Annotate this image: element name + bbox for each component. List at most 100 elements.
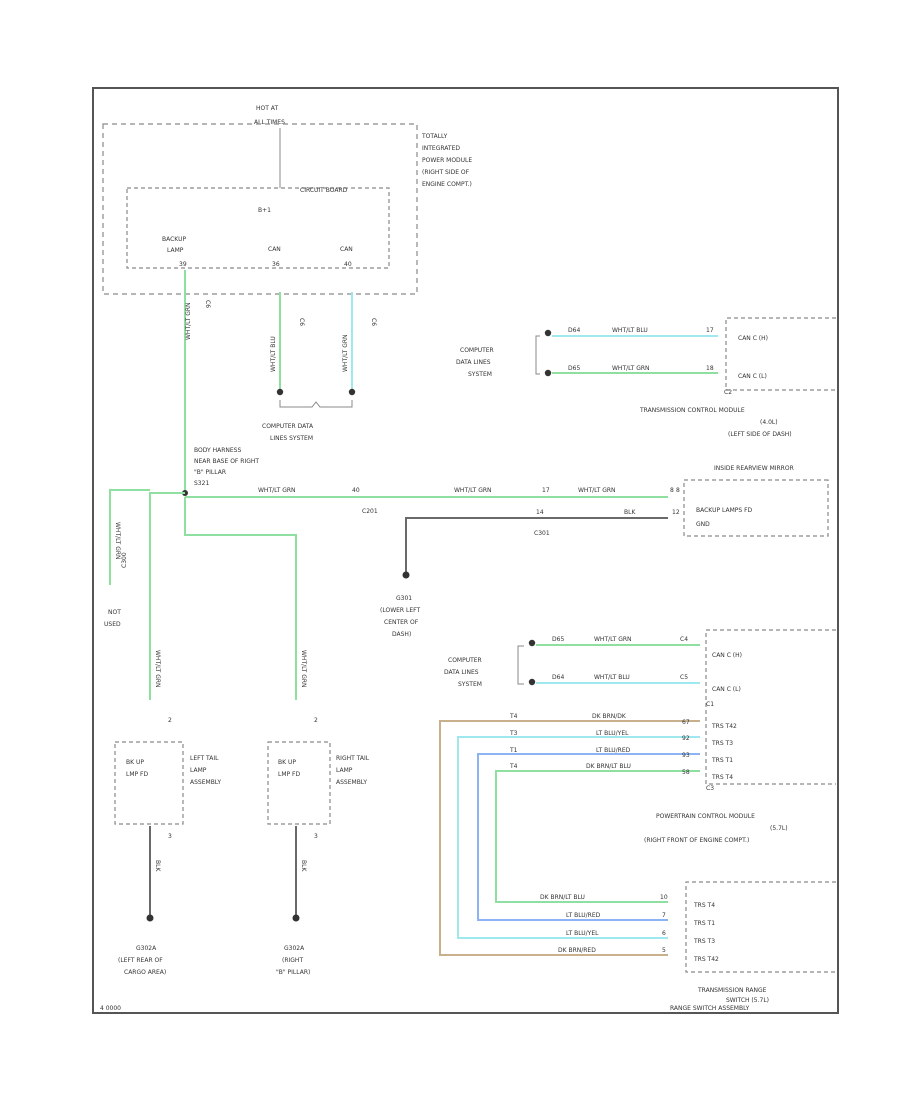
tcm-conn: C2 bbox=[724, 389, 732, 396]
svg-text:T1: T1 bbox=[509, 747, 518, 754]
trs-switch-label: TRANSMISSION RANGE SWITCH (5.7L) RANGE S… bbox=[670, 987, 769, 1012]
right-tail-box-1: BK UP bbox=[278, 759, 296, 766]
mirror-outline bbox=[683, 479, 829, 537]
pin-gnd: 14 bbox=[536, 509, 544, 516]
svg-text:T3: T3 bbox=[509, 730, 518, 737]
splice-right-branch bbox=[184, 497, 297, 700]
svg-text:17: 17 bbox=[706, 327, 714, 334]
svg-text:(RIGHT FRONT OF ENGINE COMPT.): (RIGHT FRONT OF ENGINE COMPT.) bbox=[644, 837, 749, 844]
svg-text:TRS T3: TRS T3 bbox=[693, 938, 715, 945]
pin-code-40: 40 bbox=[344, 261, 352, 268]
svg-text:10: 10 bbox=[660, 894, 668, 901]
pcm-row-1: D65 WHT/LT GRN C4 CAN C (H) bbox=[552, 636, 742, 659]
pin-lamp: LAMP bbox=[167, 247, 184, 254]
pin-backup: BACKUP bbox=[162, 236, 186, 243]
wire-color-end: WHT/LT GRN bbox=[578, 487, 616, 494]
trs-t1-wire bbox=[477, 753, 700, 921]
cds-label-top: COMPUTER DATA LINES SYSTEM bbox=[262, 423, 314, 442]
svg-text:WHT/LT BLU: WHT/LT BLU bbox=[594, 674, 630, 681]
left-tail-pin-a: 2 bbox=[168, 717, 172, 724]
pcm-trs-rows: T4 DK BRN/DK 67 TRS T42 T3 LT BLU/YEL 92… bbox=[509, 713, 737, 781]
svg-text:(LEFT REAR OF: (LEFT REAR OF bbox=[118, 957, 163, 964]
svg-text:LT BLU/RED: LT BLU/RED bbox=[596, 747, 631, 754]
pin-end: 8 bbox=[670, 487, 674, 494]
wire-color-s321: WHT/LT GRN bbox=[258, 487, 296, 494]
svg-text:COMPUTER: COMPUTER bbox=[460, 347, 494, 354]
svg-text:CAN C (H): CAN C (H) bbox=[712, 652, 742, 659]
trs-switch-rows: DK BRN/LT BLU 10 TRS T4 LT BLU/RED 7 TRS… bbox=[540, 894, 719, 963]
trs-t4-wire bbox=[495, 770, 700, 903]
fuse-label: B+1 bbox=[258, 207, 271, 214]
svg-text:92: 92 bbox=[682, 735, 690, 742]
svg-text:(LOWER LEFT: (LOWER LEFT bbox=[380, 607, 420, 614]
svg-text:DK BRN/RED: DK BRN/RED bbox=[558, 947, 596, 954]
svg-text:SWITCH (5.7L): SWITCH (5.7L) bbox=[726, 997, 769, 1004]
svg-text:TRS T3: TRS T3 bbox=[711, 740, 733, 747]
diagram-footer: 4 0000 bbox=[100, 1005, 121, 1012]
conn-c301: C301 bbox=[534, 530, 550, 537]
svg-text:CAN C (H): CAN C (H) bbox=[738, 335, 768, 342]
splice-left-stub bbox=[109, 489, 150, 585]
svg-text:CAN C (L): CAN C (L) bbox=[712, 686, 741, 693]
svg-text:58: 58 bbox=[682, 769, 690, 776]
tcm-row-1: D64 WHT/LT BLU 17 CAN C (H) bbox=[568, 327, 768, 342]
tipm-outline bbox=[102, 123, 418, 295]
svg-text:DATA LINES: DATA LINES bbox=[444, 669, 479, 676]
wire-color-mid: WHT/LT GRN bbox=[454, 487, 492, 494]
right-tail-pin-b: 3 bbox=[314, 833, 318, 840]
tipm-label: TOTALLY INTEGRATED POWER MODULE (RIGHT S… bbox=[421, 133, 472, 188]
svg-text:93: 93 bbox=[682, 752, 690, 759]
svg-text:(RIGHT SIDE OF: (RIGHT SIDE OF bbox=[422, 169, 470, 176]
trs-t3-wire bbox=[457, 736, 700, 939]
svg-text:(4.0L): (4.0L) bbox=[760, 419, 778, 426]
gnd-wire-color: BLK bbox=[624, 509, 636, 516]
conn-c201: C201 bbox=[362, 508, 378, 515]
svg-text:TOTALLY: TOTALLY bbox=[421, 133, 448, 140]
svg-text:RIGHT TAIL: RIGHT TAIL bbox=[336, 755, 370, 762]
svg-text:D64: D64 bbox=[552, 674, 564, 681]
svg-text:LEFT TAIL: LEFT TAIL bbox=[190, 755, 219, 762]
svg-text:WHT/LT BLU: WHT/LT BLU bbox=[612, 327, 648, 334]
pin-code-36: 36 bbox=[272, 261, 280, 268]
svg-text:67: 67 bbox=[682, 719, 690, 726]
svg-text:DK BRN/LT BLU: DK BRN/LT BLU bbox=[540, 894, 585, 901]
svg-text:LINES SYSTEM: LINES SYSTEM bbox=[270, 435, 313, 442]
svg-text:LT BLU/YEL: LT BLU/YEL bbox=[596, 730, 629, 737]
svg-text:POWER MODULE: POWER MODULE bbox=[422, 157, 472, 164]
mirror-box-2: GND bbox=[696, 521, 710, 528]
left-stub-color: WHT/LT GRN bbox=[114, 522, 121, 560]
svg-text:(5.7L): (5.7L) bbox=[770, 825, 788, 832]
svg-text:TRANSMISSION CONTROL MODULE: TRANSMISSION CONTROL MODULE bbox=[639, 407, 745, 414]
svg-text:COMPUTER DATA: COMPUTER DATA bbox=[262, 423, 314, 430]
svg-text:T4: T4 bbox=[509, 763, 518, 770]
left-tail-box-2: LMP FD bbox=[126, 771, 148, 778]
svg-text:SYSTEM: SYSTEM bbox=[468, 371, 492, 378]
pcm-outline bbox=[705, 629, 836, 785]
svg-text:TRS T42: TRS T42 bbox=[693, 956, 719, 963]
left-tail-wire-color: WHT/LT GRN bbox=[154, 650, 161, 688]
svg-text:CAN C (L): CAN C (L) bbox=[738, 373, 767, 380]
pin-can-1: CAN bbox=[268, 246, 281, 253]
svg-text:POWERTRAIN CONTROL MODULE: POWERTRAIN CONTROL MODULE bbox=[656, 813, 755, 820]
svg-text:TRS T1: TRS T1 bbox=[711, 757, 733, 764]
svg-text:ASSEMBLY: ASSEMBLY bbox=[336, 779, 367, 786]
left-tail-box bbox=[114, 741, 184, 825]
svg-text:G302A: G302A bbox=[136, 945, 157, 952]
svg-text:BODY HARNESS: BODY HARNESS bbox=[194, 447, 241, 454]
left-ground-label: G302A (LEFT REAR OF CARGO AREA) bbox=[118, 945, 166, 976]
svg-text:TRS T4: TRS T4 bbox=[693, 902, 715, 909]
right-tail-pin-a: 2 bbox=[314, 717, 318, 724]
trs-switch-outline bbox=[685, 881, 836, 973]
svg-text:D65: D65 bbox=[552, 636, 564, 643]
tcm-row-2: D65 WHT/LT GRN 18 CAN C (L) bbox=[568, 365, 767, 380]
cds-bracket bbox=[279, 400, 353, 408]
g301-label: G301 (LOWER LEFT CENTER OF DASH) bbox=[380, 595, 420, 638]
circuit-board-box bbox=[126, 187, 390, 269]
svg-text:WHT/LT GRN: WHT/LT GRN bbox=[594, 636, 632, 643]
svg-text:(LEFT SIDE OF DASH): (LEFT SIDE OF DASH) bbox=[728, 431, 792, 438]
svg-text:TRS T42: TRS T42 bbox=[711, 723, 737, 730]
svg-text:COMPUTER: COMPUTER bbox=[448, 657, 482, 664]
splice-left-branch bbox=[149, 492, 185, 700]
right-tail-wire-color: WHT/LT GRN bbox=[300, 650, 307, 688]
